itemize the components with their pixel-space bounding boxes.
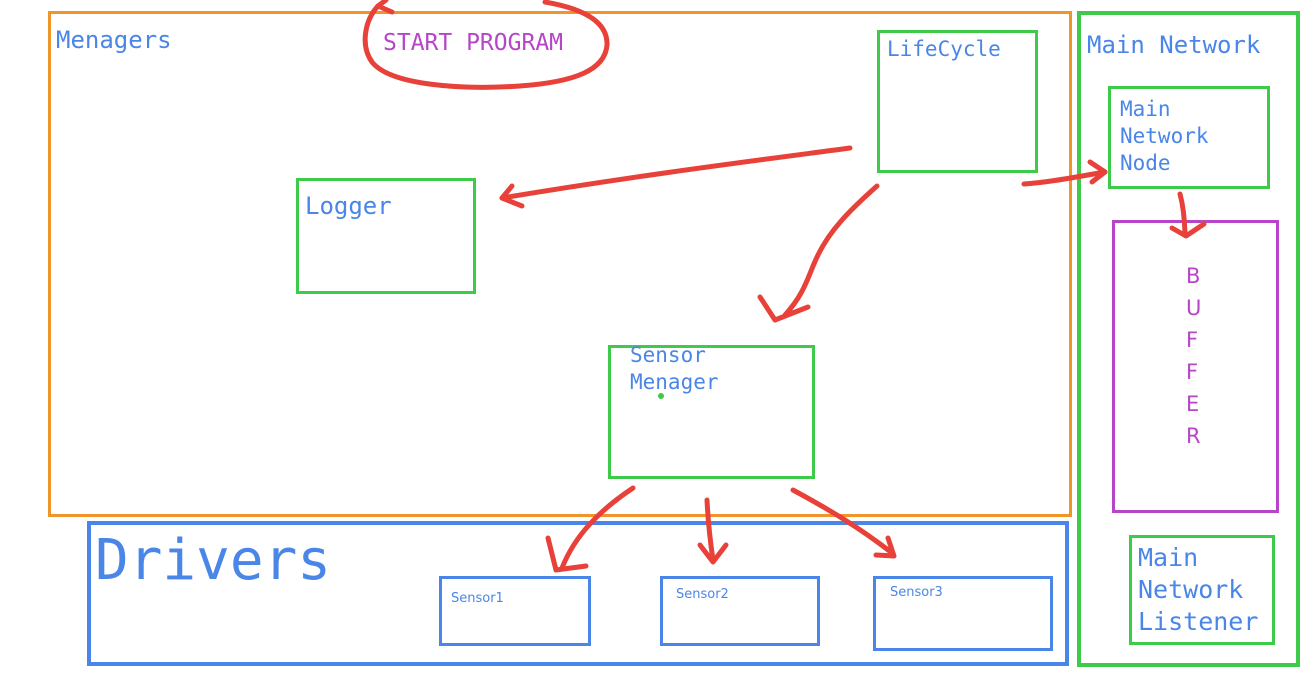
sensor-manager-box bbox=[608, 345, 815, 479]
sensor2-box bbox=[660, 576, 820, 646]
drivers-title: Drivers bbox=[95, 528, 332, 593]
main-network-listener-box bbox=[1129, 535, 1275, 645]
main-network-title: Main Network bbox=[1087, 31, 1261, 59]
sensor1-box bbox=[439, 576, 591, 646]
managers-title: Menagers bbox=[56, 26, 172, 54]
sensor-manager-label-line2: Menager bbox=[630, 370, 719, 394]
green-dot-mark bbox=[658, 393, 664, 399]
main-network-container bbox=[1077, 11, 1300, 667]
buffer-letter: F bbox=[1186, 360, 1199, 384]
buffer-letter: E bbox=[1186, 392, 1200, 416]
buffer-letter: F bbox=[1186, 328, 1199, 352]
main-network-node-line1: Main bbox=[1120, 97, 1171, 121]
sensor3-label: Sensor3 bbox=[890, 585, 943, 600]
sensor3-box bbox=[873, 576, 1053, 651]
sensor2-label: Sensor2 bbox=[676, 587, 729, 602]
main-network-listener-line2: Network bbox=[1138, 575, 1244, 604]
lifecycle-label: LifeCycle bbox=[887, 37, 1001, 61]
logger-box bbox=[296, 178, 476, 294]
buffer-letter: R bbox=[1186, 424, 1201, 448]
start-program-label: START PROGRAM bbox=[383, 30, 564, 56]
buffer-letter: U bbox=[1186, 296, 1202, 320]
sensor1-label: Sensor1 bbox=[451, 591, 504, 606]
sensor-manager-label-line1: Sensor bbox=[630, 343, 706, 367]
main-network-node-line2: Network bbox=[1120, 124, 1209, 148]
logger-label: Logger bbox=[305, 192, 392, 220]
main-network-listener-line3: Listener bbox=[1138, 607, 1259, 636]
lifecycle-box bbox=[877, 30, 1038, 173]
main-network-listener-line1: Main bbox=[1138, 543, 1199, 572]
main-network-node-line3: Node bbox=[1120, 151, 1171, 175]
main-network-node-box bbox=[1108, 86, 1270, 189]
buffer-letter: B bbox=[1186, 264, 1201, 288]
